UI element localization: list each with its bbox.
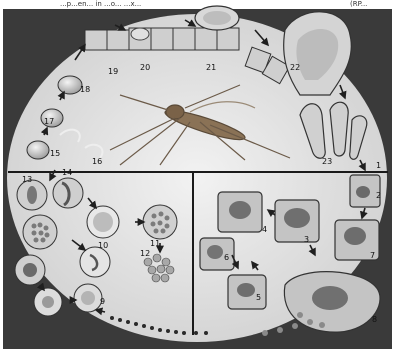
stage-label-21: 21 [206,63,216,72]
stage-label-20: 20 [140,63,150,72]
stage-label-8: 8 [372,315,377,324]
stage-label-22: 22 [290,63,300,72]
stage-label-17: 17 [44,117,54,126]
stage-label-15: 15 [50,149,60,158]
stage-label-6: 6 [224,253,229,262]
stage-label-3: 3 [304,235,309,244]
stage-label-2: 2 [376,191,381,200]
stage-label-19: 19 [108,67,118,76]
stage-label-4: 4 [262,225,267,234]
stage-label-12: 12 [140,249,150,258]
stage-label-14: 14 [62,168,72,177]
stage-label-16: 16 [92,157,102,166]
stage-label-23: 23 [322,157,332,166]
stage-label-5: 5 [256,293,261,302]
stage-label-1: 1 [376,161,381,170]
stage-label-11: 11 [150,239,160,248]
stage-label-13: 13 [22,175,32,184]
stage-label-18: 18 [80,85,90,94]
stage-label-9: 9 [100,297,105,306]
stage-label-7: 7 [370,251,375,260]
stage-label-10: 10 [98,241,108,250]
